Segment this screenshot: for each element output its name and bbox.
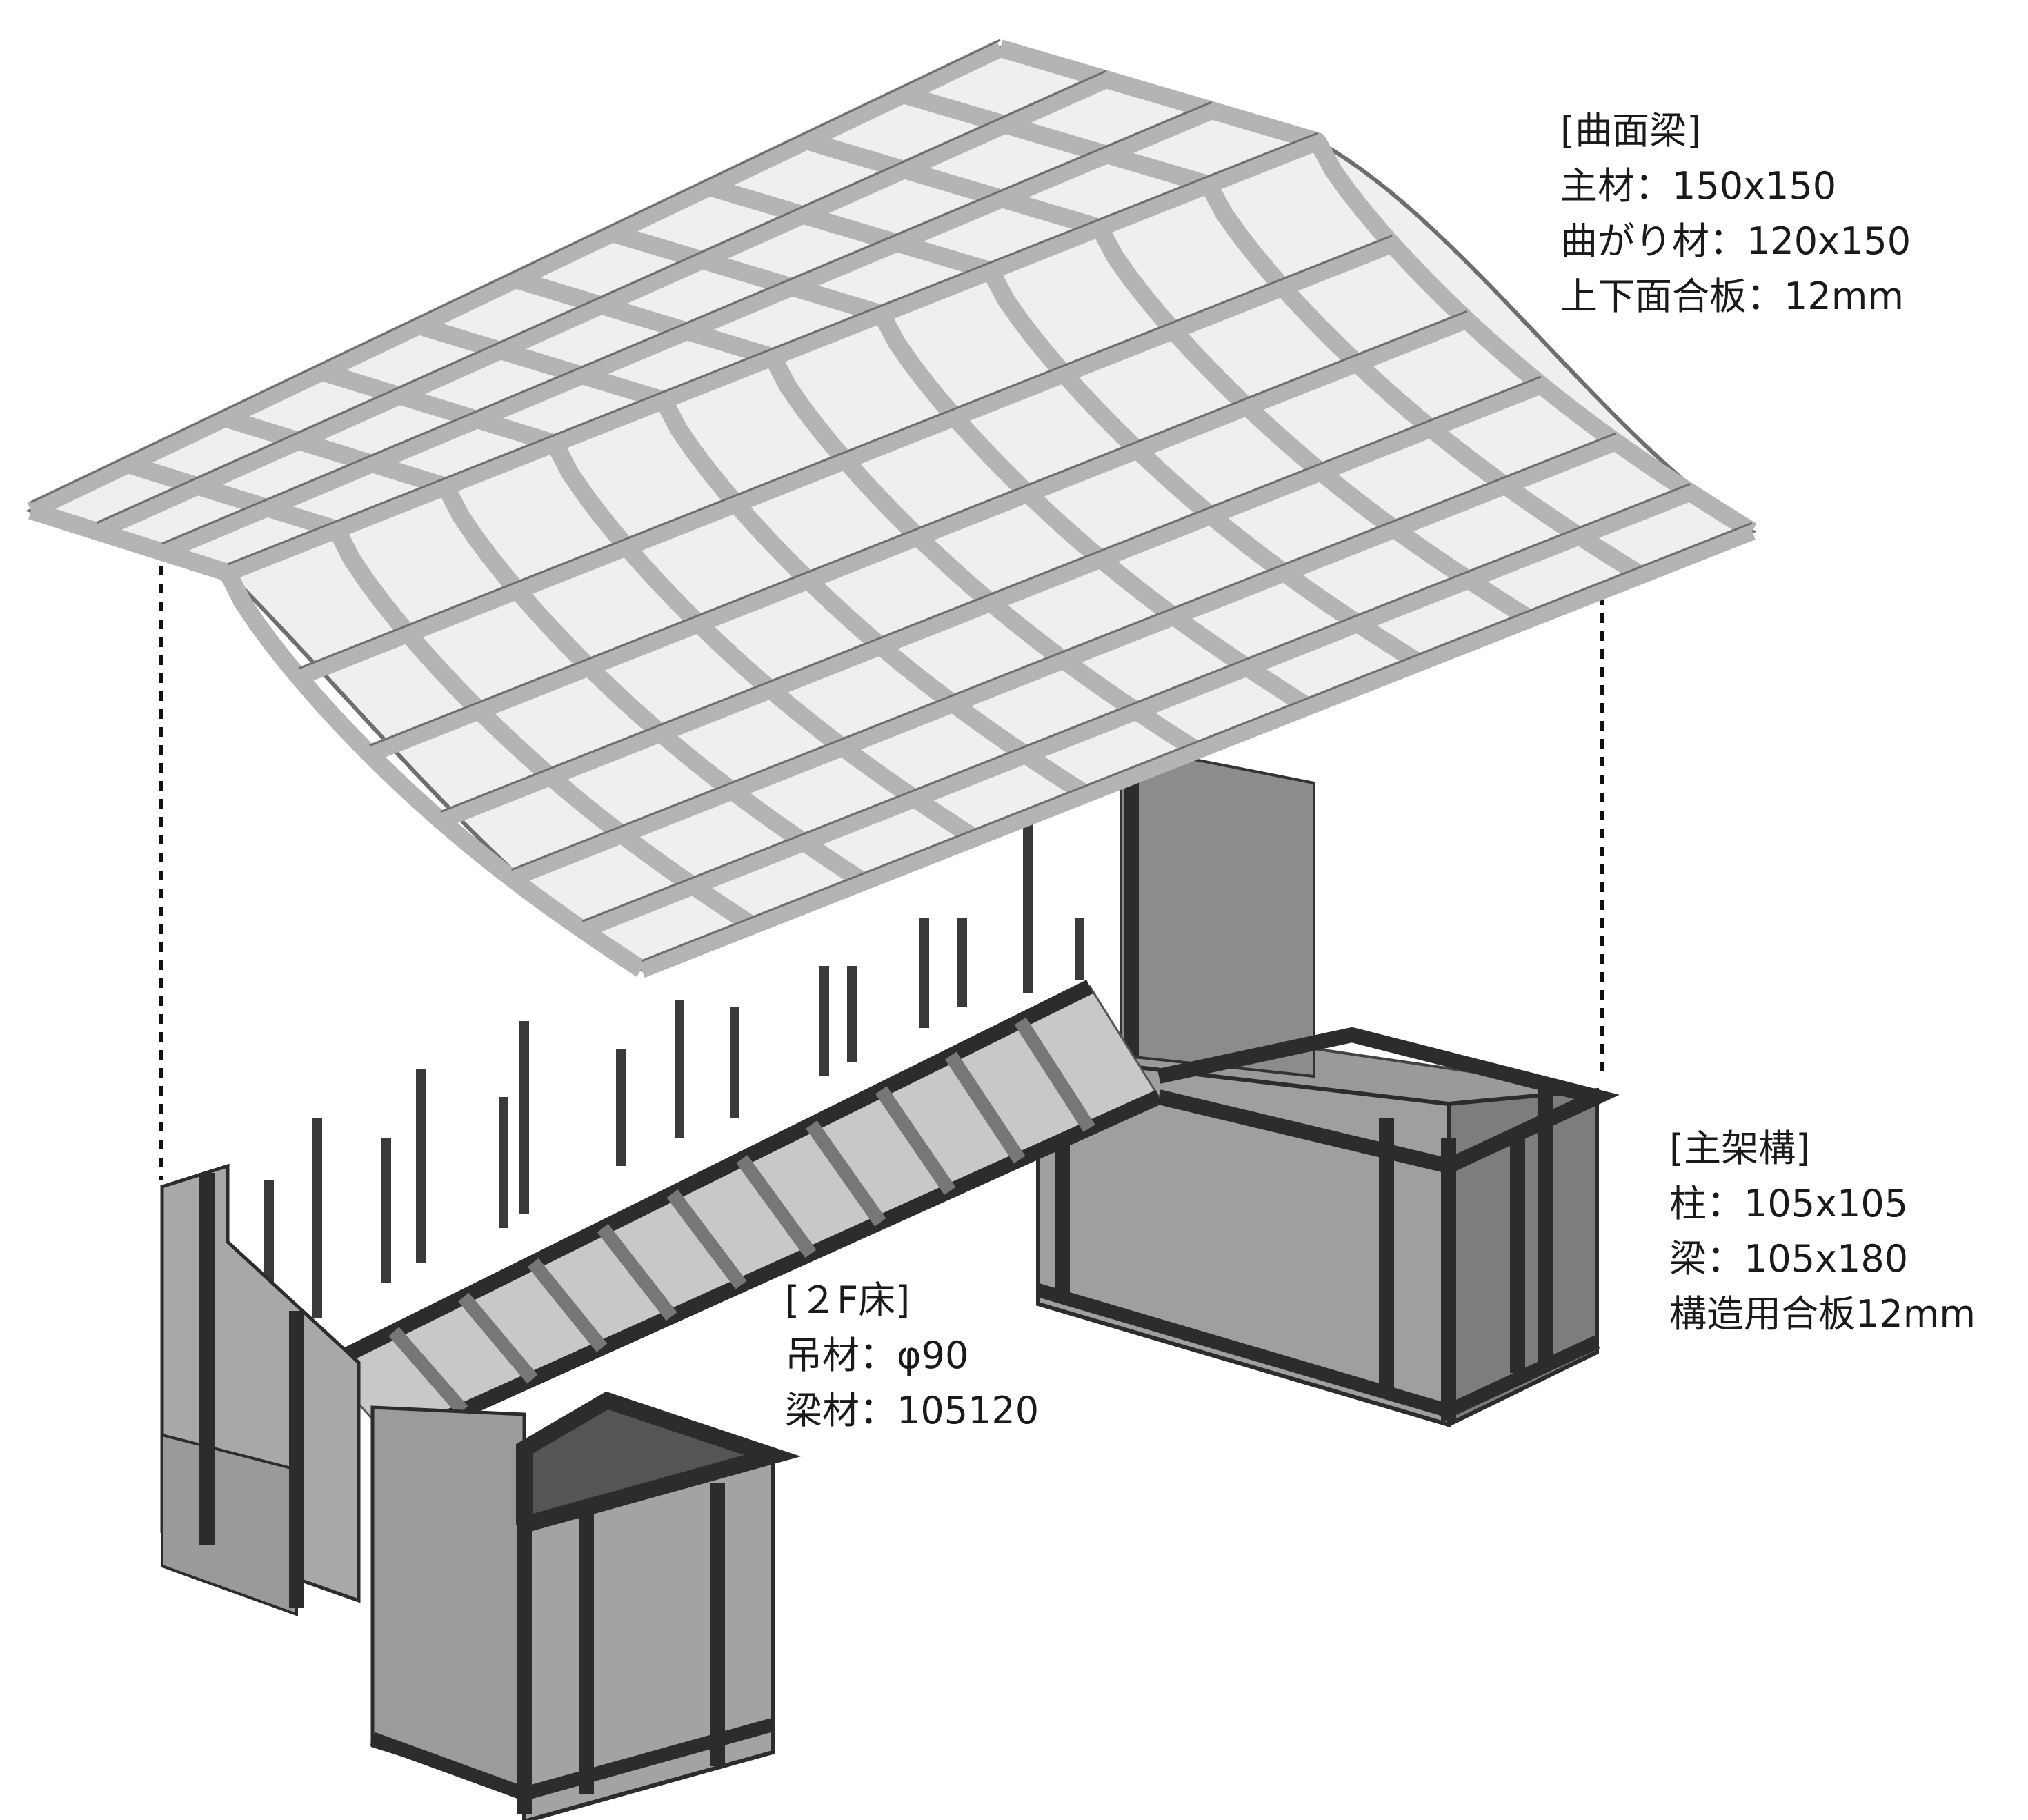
roof-curved-beam (125, 455, 758, 933)
roof-curved-beam (900, 86, 1646, 583)
right-box-top-beam (1157, 1027, 1620, 1174)
roof-curved-beam (416, 317, 1091, 802)
left-mid-wall (370, 1405, 526, 1797)
floor-spec-line: 吊材：φ90 (785, 1334, 969, 1377)
left-frame-columns (199, 1173, 725, 1814)
right-back-wall (1120, 743, 1315, 1078)
frame-spec-line: 梁：105x180 (1669, 1237, 1909, 1280)
floor-beam-main (390, 1089, 1162, 1450)
floor-cross-beam (458, 1292, 538, 1384)
floor-beam-grid (321, 980, 1162, 1450)
frame-spec-line: 柱：105x105 (1669, 1182, 1909, 1225)
frame-spec-label: [主架構] 柱：105x105 梁：105x180 構造用合板12mm (1669, 1121, 1976, 1342)
roof-main-beam-edge (581, 483, 1691, 922)
roof-main-beam-edge (440, 375, 1542, 813)
roof-main-beam-edge (641, 522, 1753, 962)
roof-spec-line: 上下面合板：12mm (1560, 275, 1904, 318)
roof-beam-outlines (30, 39, 1753, 962)
roof-beams (27, 39, 1757, 978)
left-box-top-beam (516, 1391, 802, 1533)
roof-main-beam-edge (510, 432, 1616, 871)
roof-spec-label: [曲面梁] 主材：150x150 曲がり材：120x150 上下面合板：12mm (1560, 103, 1911, 324)
floor-cross-beam (597, 1223, 677, 1321)
roof-curved-beam (706, 178, 1424, 671)
floor-cross-beam (1014, 1017, 1095, 1132)
roof-main-beam-edge (96, 70, 1106, 524)
roof-curved-beam (997, 39, 1757, 540)
roof-curved-beam (610, 224, 1313, 714)
roof-main-beam-edge (30, 39, 1001, 504)
floor-cross-beam (944, 1051, 1026, 1164)
floor-spec-label: [２F床] 吊材：φ90 梁材：105120 (785, 1273, 1039, 1438)
curved-roof (25, 39, 1757, 978)
left-box-bottom-beam (370, 1718, 775, 1801)
roof-curved-beam (513, 270, 1202, 758)
floor-cross-beam (666, 1189, 747, 1289)
roof-curved-beam (319, 363, 980, 846)
floor-cross-beam (806, 1120, 886, 1227)
left-wall-face (161, 1433, 298, 1616)
roof-main-beam-edge (227, 132, 1318, 566)
floor-cross-beam (875, 1086, 956, 1196)
floor-spec-heading: [２F床] (785, 1278, 911, 1322)
roof-curved-beam (222, 409, 869, 889)
roof-spec-line: 主材：150x150 (1560, 164, 1837, 208)
roof-curved-beam (804, 132, 1535, 627)
floor-cross-beam (527, 1258, 608, 1352)
frame-spec-heading: [主架構] (1669, 1127, 1811, 1170)
roof-spec-heading: [曲面梁] (1560, 109, 1702, 152)
floor-cross-beams (388, 1017, 1095, 1416)
roof-main-beam-edge (298, 235, 1393, 670)
right-frame-block (1036, 743, 1620, 1428)
floor-spec-line: 梁材：105120 (785, 1389, 1040, 1432)
floor-cross-beam (736, 1155, 817, 1258)
floor-cross-beam (388, 1327, 468, 1416)
left-frame-block (160, 1163, 802, 1820)
frame-spec-line: 構造用合板12mm (1669, 1292, 1976, 1336)
roof-main-beam-edge (161, 101, 1213, 545)
roof-spec-line: 曲がり材：120x150 (1560, 219, 1911, 263)
roof-curved-beam (28, 502, 647, 977)
floor-beam-main (321, 980, 1093, 1373)
roof-main-beam-edge (369, 310, 1467, 747)
